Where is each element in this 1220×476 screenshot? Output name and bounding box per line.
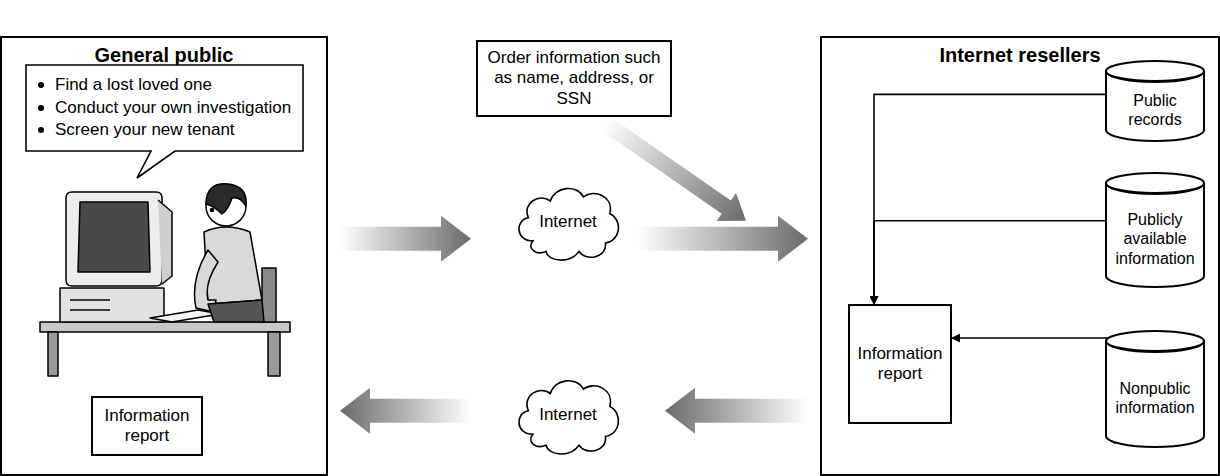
flow-arrow (665, 388, 808, 434)
computer-case (60, 288, 164, 322)
bubble-shape (26, 65, 303, 178)
node-label: Nonpublic information (1109, 379, 1201, 417)
hair (206, 184, 246, 214)
bullet-item: Conduct your own investigation (55, 98, 294, 118)
cloud-shape (519, 189, 618, 261)
desk-top (40, 322, 290, 332)
cylinder-top (1106, 331, 1204, 351)
database-cylinder: Publicly available information (1105, 172, 1205, 288)
desk-leg (48, 332, 58, 376)
keyboard (150, 310, 220, 322)
internet-cloud: Internet (513, 372, 623, 458)
speech-bubble: Find a lost loved oneConduct your own in… (25, 64, 304, 152)
cylinder-top (1106, 61, 1204, 81)
arm (195, 250, 219, 312)
database-cylinder: Nonpublic information (1105, 330, 1205, 448)
monitor (66, 192, 162, 286)
cylinder-body (1106, 183, 1204, 287)
node-label: Public records (1109, 91, 1201, 129)
database-cylinder: Public records (1105, 60, 1205, 142)
eye (210, 208, 213, 211)
node-label: Internet (539, 212, 597, 232)
report-box: Information report (91, 396, 203, 456)
internet-cloud: Internet (513, 180, 623, 264)
report-box: Information report (848, 304, 952, 424)
drive-slot (70, 309, 110, 311)
node-label: Information report (101, 406, 193, 447)
panel-heading: General public (2, 38, 326, 67)
group-panel: Internet resellersPublic recordsPublicly… (820, 36, 1220, 476)
flow-arrow (340, 216, 471, 262)
flow-arrow (601, 117, 746, 222)
chair-back (262, 268, 276, 322)
lap (208, 300, 264, 322)
monitor-side (158, 200, 172, 284)
cylinder-top (1106, 173, 1204, 193)
desk-leg (268, 332, 280, 376)
bullet-item: Screen your new tenant (55, 120, 294, 140)
node-label: Order information such as name, address,… (486, 48, 662, 109)
node-label: Information report (857, 344, 942, 385)
data-arrow (874, 221, 1105, 304)
bullet-item: Find a lost loved one (55, 75, 294, 95)
group-panel: General publicFind a lost loved oneCondu… (0, 36, 328, 476)
data-arrow (952, 338, 1115, 444)
order-box: Order information such as name, address,… (476, 40, 672, 117)
flow-arrow (637, 216, 808, 262)
cyl-outline (1105, 172, 1205, 288)
data-arrow (874, 94, 1105, 304)
monitor-screen (78, 202, 150, 272)
node-label: Publicly available information (1109, 210, 1201, 268)
flow-arrow (340, 388, 471, 434)
cloud-shape (519, 381, 618, 454)
node-label: Internet (539, 405, 597, 425)
drive-slot (70, 299, 110, 301)
cylinder-body (1106, 341, 1204, 447)
